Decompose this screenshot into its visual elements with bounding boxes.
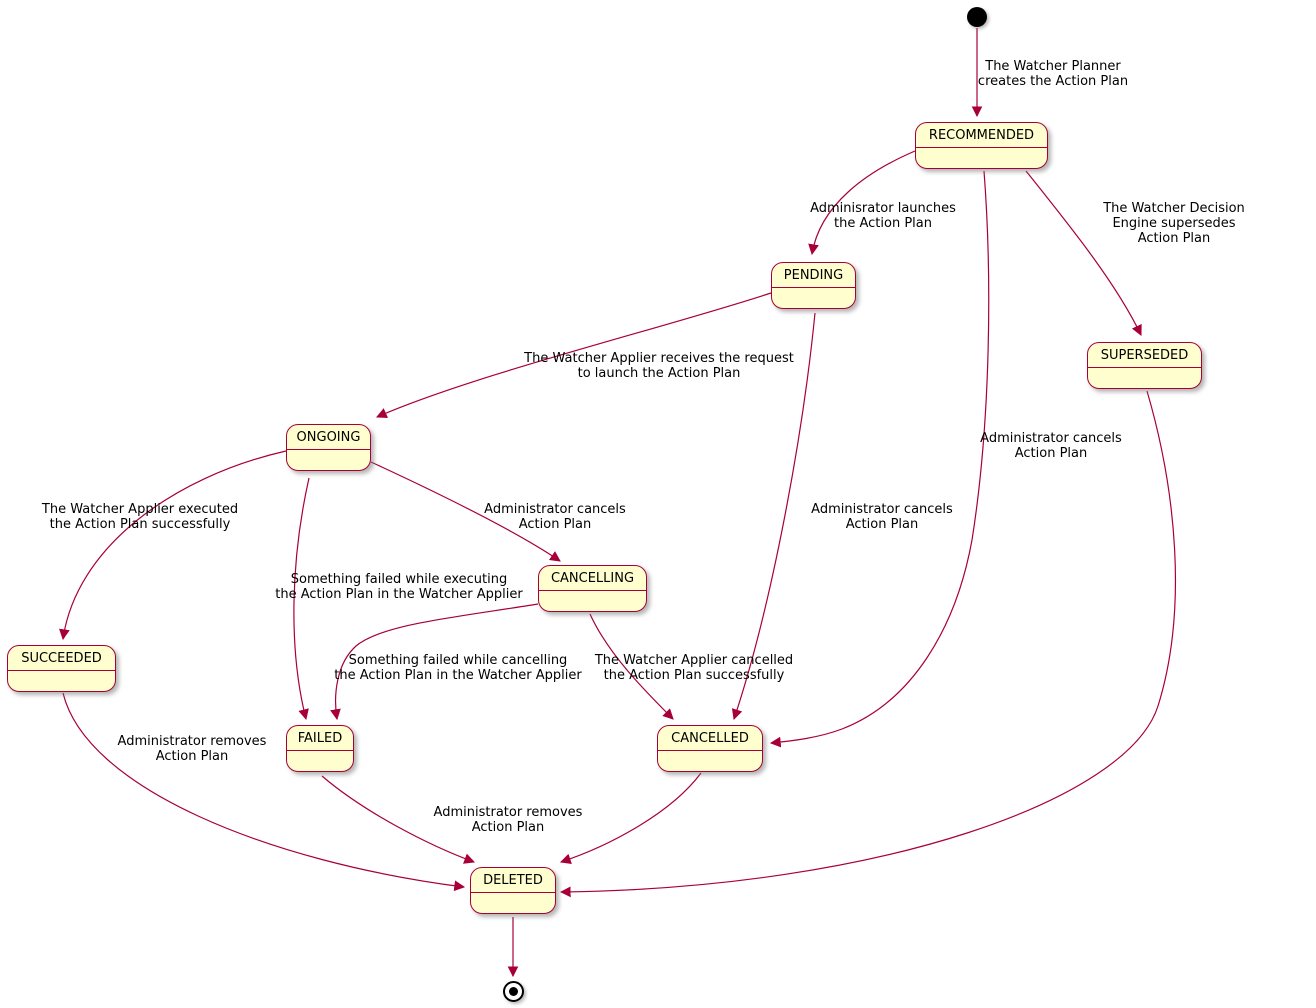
label-ongoing-to-failed: Something failed while executing the Act… <box>275 572 523 602</box>
edge-succeeded-to-deleted <box>62 692 466 892</box>
edge-recommended-to-cancelled <box>769 170 990 748</box>
state-cancelled-label: CANCELLED <box>658 726 762 751</box>
label-ongoing-to-succeeded: The Watcher Applier executed the Action … <box>41 502 239 532</box>
state-cancelling-label: CANCELLING <box>539 566 646 591</box>
state-deleted-body <box>471 893 555 913</box>
label-succeeded-to-deleted: Administrator removes Action Plan <box>117 734 267 764</box>
label-pending-to-cancelled: Administrator cancels Action Plan <box>811 502 953 532</box>
state-cancelled: CANCELLED <box>657 725 763 772</box>
state-cancelling: CANCELLING <box>538 565 647 612</box>
edge-pending-to-ongoing <box>376 292 772 419</box>
state-failed: FAILED <box>286 725 354 772</box>
label-pending-to-ongoing: The Watcher Applier receives the request… <box>524 351 794 381</box>
state-recommended-label: RECOMMENDED <box>916 123 1047 148</box>
state-pending: PENDING <box>771 262 856 309</box>
state-ongoing: ONGOING <box>286 424 371 471</box>
edge-cancelled-to-deleted <box>559 772 702 865</box>
state-succeeded: SUCCEEDED <box>7 645 116 692</box>
state-failed-body <box>287 751 353 771</box>
state-recommended: RECOMMENDED <box>915 122 1048 169</box>
state-cancelled-body <box>658 751 762 771</box>
label-initial-to-recommended: The Watcher Planner creates the Action P… <box>977 59 1129 89</box>
edge-pending-to-cancelled <box>731 312 816 721</box>
state-recommended-body <box>916 148 1047 168</box>
final-state-icon <box>503 981 524 1002</box>
state-deleted-label: DELETED <box>471 868 555 893</box>
edge-superseded-to-deleted <box>559 390 1177 898</box>
state-failed-label: FAILED <box>287 726 353 751</box>
state-ongoing-body <box>287 450 370 470</box>
state-succeeded-body <box>8 671 115 691</box>
label-cancelling-to-cancelled: The Watcher Applier cancelled the Action… <box>594 653 794 683</box>
label-recommended-to-superseded: The Watcher Decision Engine supersedes A… <box>1103 201 1245 246</box>
state-pending-label: PENDING <box>772 263 855 288</box>
final-state-dot <box>509 987 518 996</box>
label-recommended-to-cancelled: Administrator cancels Action Plan <box>980 431 1122 461</box>
edge-ongoing-to-cancelling <box>370 461 561 562</box>
state-deleted: DELETED <box>470 867 556 914</box>
edge-cancelling-to-cancelled <box>589 613 674 720</box>
state-pending-body <box>772 288 855 308</box>
edge-recommended-to-pending <box>808 150 916 256</box>
state-superseded-body <box>1088 368 1201 388</box>
edge-recommended-to-superseded <box>1025 170 1142 336</box>
label-cancelling-to-failed: Something failed while cancelling the Ac… <box>334 653 582 683</box>
edge-failed-to-deleted <box>321 775 476 864</box>
state-superseded-label: SUPERSEDED <box>1088 343 1201 368</box>
state-cancelling-body <box>539 591 646 611</box>
initial-state-icon <box>967 7 987 27</box>
label-recommended-to-pending: Adminisrator launches the Action Plan <box>810 201 956 231</box>
state-succeeded-label: SUCCEEDED <box>8 646 115 671</box>
label-failed-to-deleted: Administrator removes Action Plan <box>433 805 583 835</box>
edge-ongoing-to-failed <box>293 477 310 721</box>
state-ongoing-label: ONGOING <box>287 425 370 450</box>
state-superseded: SUPERSEDED <box>1087 342 1202 389</box>
label-ongoing-to-cancelling: Administrator cancels Action Plan <box>484 502 626 532</box>
edge-ongoing-to-succeeded <box>59 450 287 641</box>
edge-cancelling-to-failed <box>330 603 539 721</box>
